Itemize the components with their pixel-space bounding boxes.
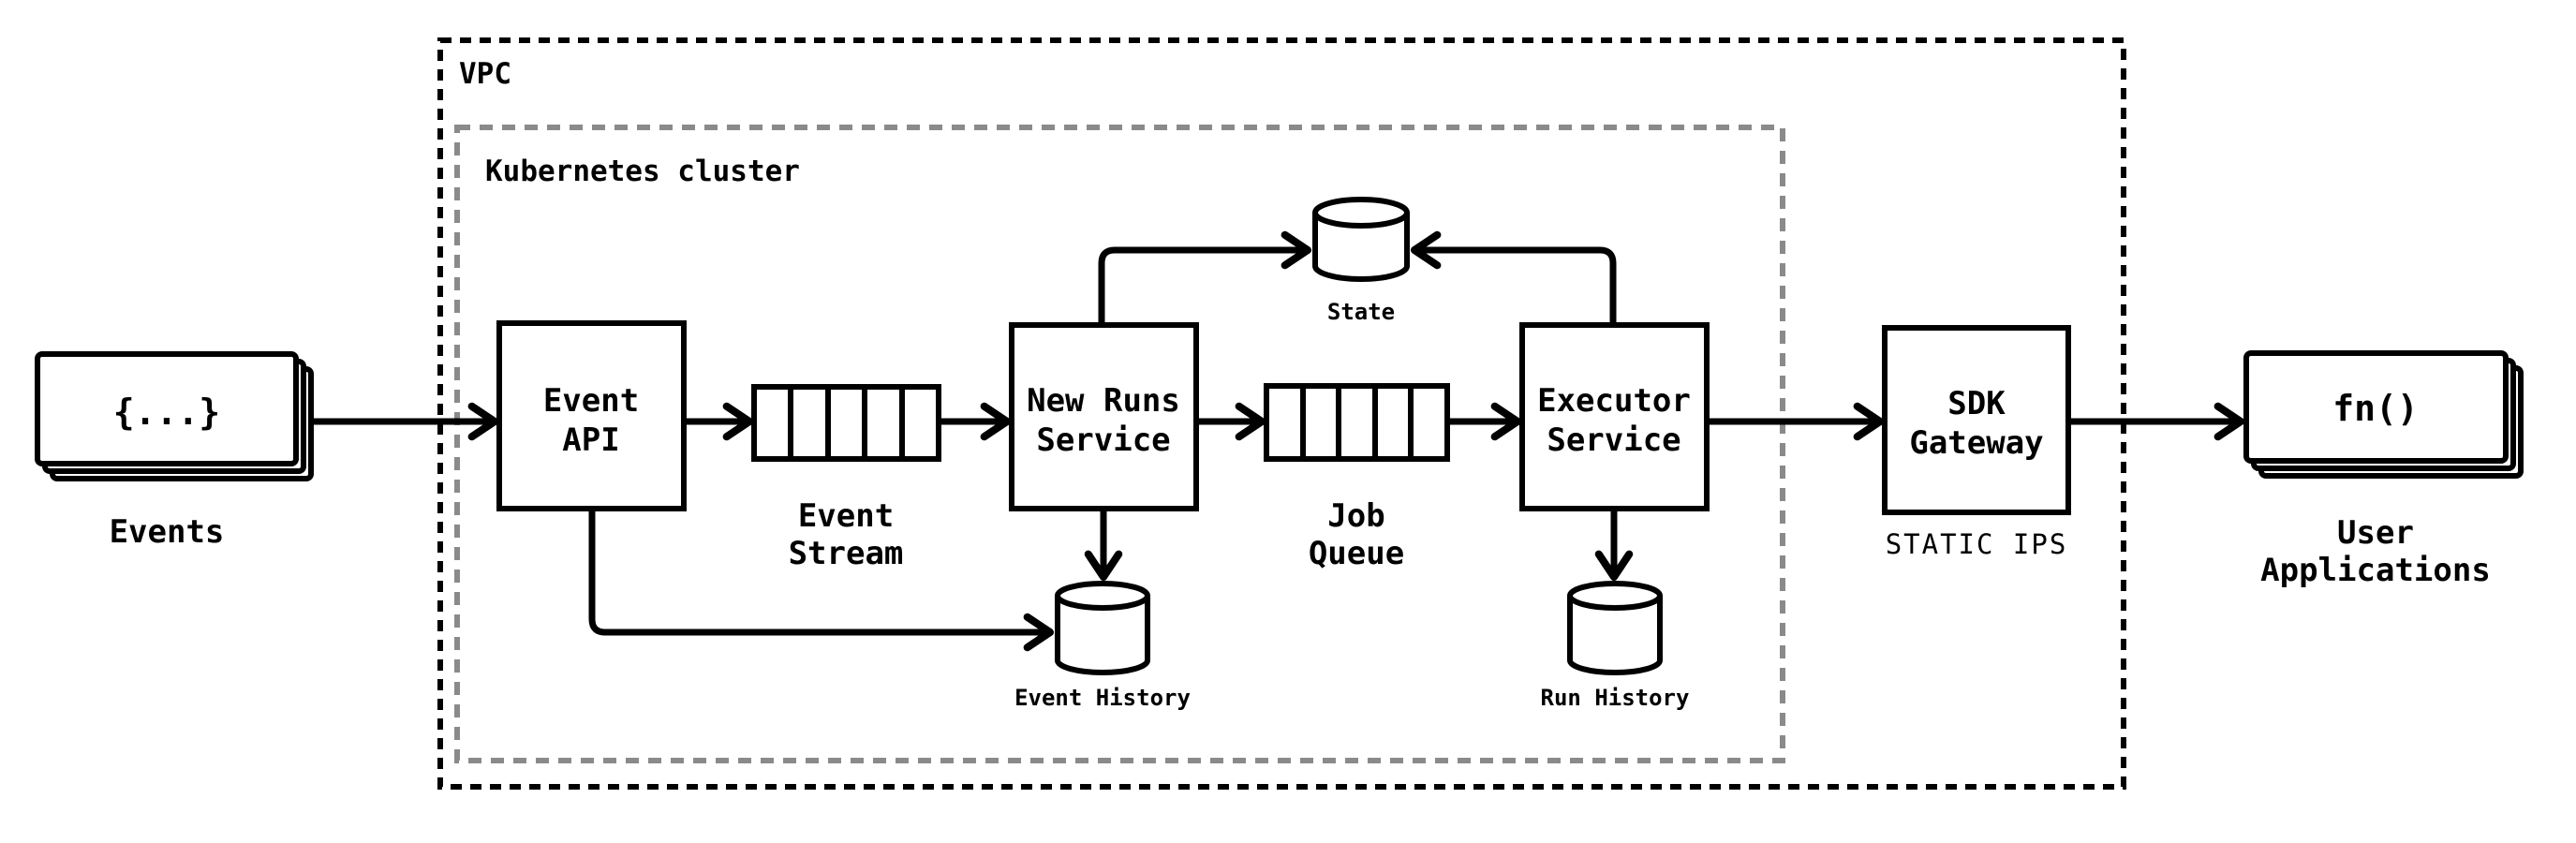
event-stream-label-line1: Event (798, 497, 894, 535)
executor-label-line2: Service (1547, 422, 1680, 459)
node-event-history: Event History (1014, 581, 1191, 711)
job-queue-queue (1264, 383, 1450, 462)
event-api-label-line1: Event (543, 382, 639, 420)
event-history-cylinder-body (1055, 596, 1150, 675)
arrow-event-api-to-event-history (588, 509, 1055, 652)
event-history-label: Event History (1014, 685, 1191, 711)
arrow-new-runs-to-state (1098, 230, 1312, 325)
job-queue-label-line2: Queue (1309, 535, 1404, 572)
node-run-history: Run History (1541, 581, 1690, 711)
user-apps-code-text: fn() (2332, 388, 2419, 429)
state-cylinder-top (1312, 197, 1410, 229)
sdk-gateway-label-line2: Gateway (1909, 424, 2043, 462)
executor-label-line1: Executor (1537, 382, 1691, 420)
run-history-cylinder-body (1567, 596, 1663, 675)
kubernetes-label: Kubernetes cluster (485, 155, 800, 188)
run-history-cylinder-top (1567, 581, 1663, 611)
node-sdk-gateway: SDK Gateway STATIC IPS (1882, 325, 2071, 560)
node-user-applications: fn() User Applications (2243, 350, 2524, 589)
job-queue-label-line1: Job (1327, 497, 1384, 535)
diagram-edges (313, 230, 2245, 652)
node-state: State (1312, 197, 1410, 325)
node-event-stream: Event Stream (751, 384, 941, 572)
events-card (35, 351, 299, 466)
events-code-text: {...} (113, 392, 220, 433)
new-runs-box (1009, 322, 1199, 511)
user-apps-label-line2: Applications (2260, 552, 2491, 589)
event-stream-label-line2: Stream (789, 535, 904, 572)
vpc-border (437, 37, 2126, 790)
node-job-queue: Job Queue (1264, 383, 1450, 572)
node-events: {...} Events (35, 351, 314, 551)
vpc-boundary: VPC (437, 37, 2126, 790)
sdk-gateway-box (1882, 325, 2071, 515)
sdk-gateway-sublabel: STATIC IPS (1886, 528, 2068, 560)
kubernetes-border (454, 125, 1785, 763)
user-apps-card (2243, 350, 2509, 464)
events-label: Events (110, 513, 225, 551)
kubernetes-cluster-boundary: Kubernetes cluster (454, 125, 1785, 763)
state-label: State (1327, 299, 1395, 325)
new-runs-label-line2: Service (1036, 422, 1170, 459)
event-api-box (496, 320, 687, 511)
sdk-gateway-label-line1: SDK (1947, 385, 2006, 422)
vpc-label: VPC (459, 57, 511, 91)
user-apps-label-line1: User (2337, 514, 2414, 552)
run-history-label: Run History (1541, 685, 1690, 711)
arrow-executor-to-state (1410, 230, 1617, 325)
event-api-label-line2: API (562, 422, 619, 459)
node-event-api: Event API (496, 320, 687, 511)
executor-box (1519, 322, 1710, 511)
new-runs-label-line1: New Runs (1027, 382, 1180, 420)
event-stream-queue (751, 384, 941, 462)
node-new-runs-service: New Runs Service (1009, 322, 1199, 511)
node-executor-service: Executor Service (1519, 322, 1710, 511)
state-cylinder-body (1312, 213, 1410, 282)
event-history-cylinder-top (1055, 581, 1150, 611)
